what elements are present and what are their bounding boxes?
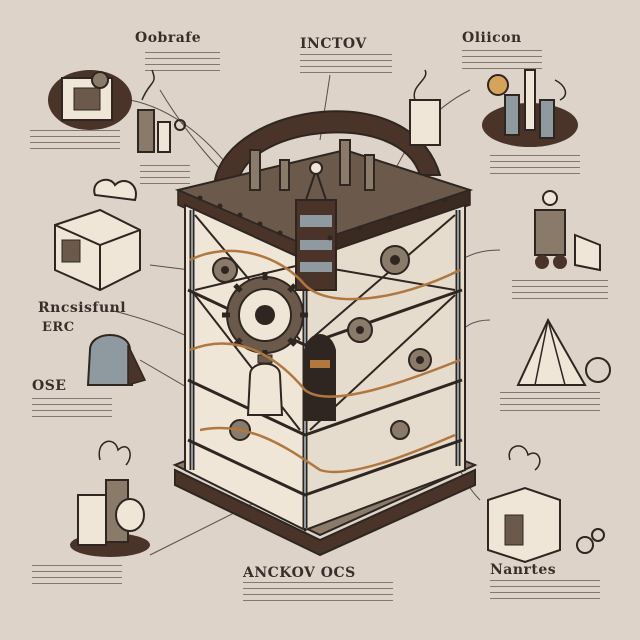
- vignette-top-right: [482, 69, 578, 147]
- scribble-text: [140, 165, 190, 187]
- vignette-left-box: [54, 178, 141, 292]
- vignette-top-center-tube: [409, 69, 441, 146]
- scribble-text: [462, 50, 542, 72]
- vignette-right-device: [534, 190, 601, 272]
- scribble-text: [30, 130, 120, 152]
- label-top-right: Oliicon: [462, 30, 522, 46]
- vignette-left-vessel: [86, 334, 147, 387]
- vignette-bottom-left: [70, 440, 150, 557]
- label-mid-left: Rncsisfunl: [38, 300, 127, 316]
- vignette-right-tent: [516, 317, 611, 386]
- label-bottom-right: Nanrtes: [490, 562, 557, 578]
- scribble-text: [32, 398, 112, 420]
- label-top-center: INCTOV: [300, 36, 367, 52]
- scribble-text: [500, 392, 600, 414]
- scribble-text: [490, 580, 600, 602]
- central-machine: [172, 110, 478, 557]
- scribble-text: [300, 54, 392, 76]
- scribble-text: [512, 280, 608, 302]
- scribble-text: [243, 582, 393, 604]
- label-lower-left: OSE: [32, 378, 67, 394]
- scribble-text: [145, 52, 220, 74]
- scribble-text: [32, 565, 122, 587]
- vignette-top-left-lamp: [137, 69, 186, 153]
- vignette-top-left: [48, 70, 132, 130]
- label-bottom-center: ANCKOV OCS: [243, 565, 356, 581]
- vignette-bottom-right: [487, 445, 605, 564]
- scribble-text: [490, 155, 580, 177]
- label-top-left: Oobrafe: [135, 30, 202, 46]
- label-mid-left-sub: ERC: [42, 320, 75, 335]
